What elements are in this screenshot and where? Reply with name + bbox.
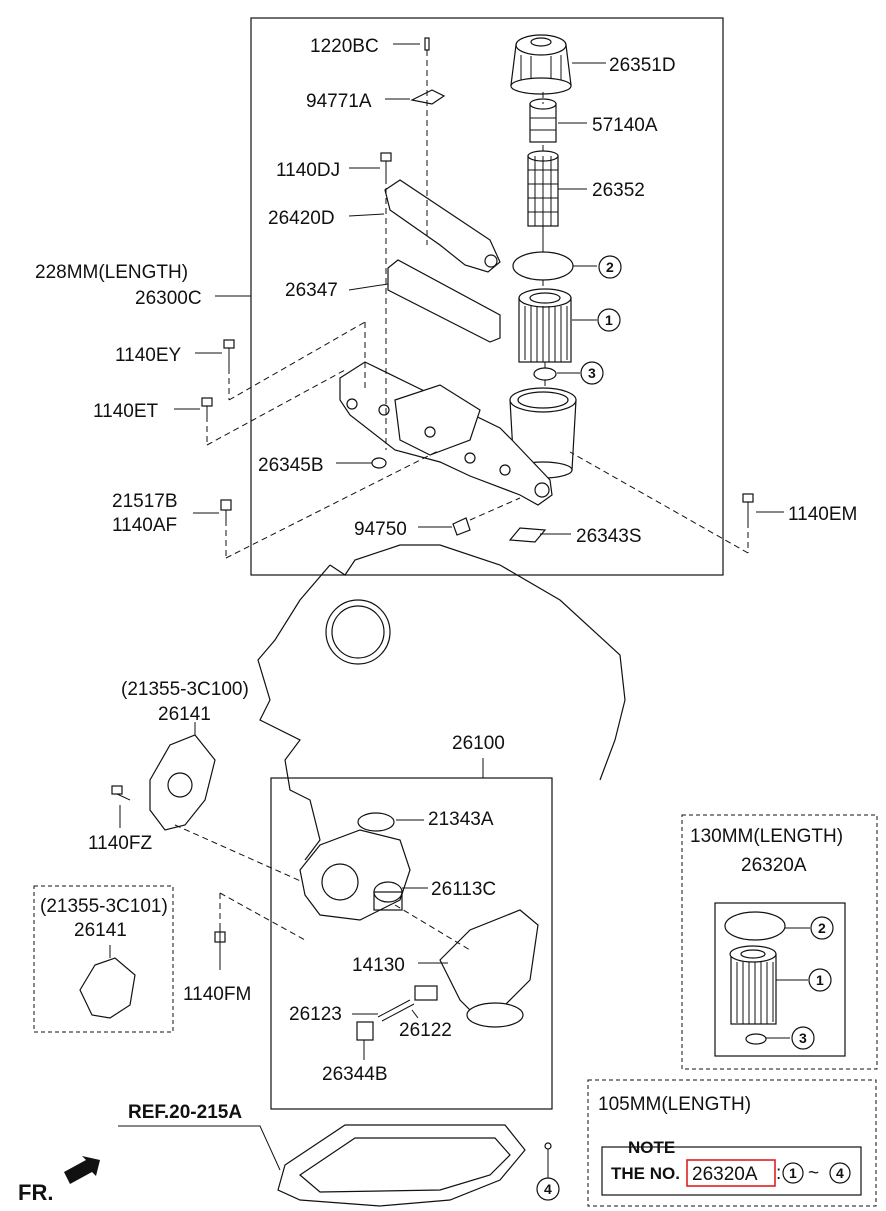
oil-module-drawing xyxy=(339,361,553,506)
bolt-1140fz xyxy=(111,785,123,795)
bolt-1140fz-shank xyxy=(116,793,131,801)
filter-130mm-drawing xyxy=(724,911,810,1045)
filter-130mm-inner-box xyxy=(714,902,846,1057)
callout-4-num: 4 xyxy=(544,1181,552,1197)
callout-2-b-num: 2 xyxy=(818,920,826,936)
label-26123: 26123 xyxy=(289,1004,342,1025)
callout-1-num: 1 xyxy=(605,312,613,328)
bolts-drawing xyxy=(201,37,754,543)
note-callout-from xyxy=(782,1162,804,1184)
callout-2-num: 2 xyxy=(606,259,614,275)
engine-bore-inner xyxy=(331,605,385,659)
strainer-drawing xyxy=(527,150,559,262)
label-26351d: 26351D xyxy=(609,55,676,76)
label-1140af: 1140AF xyxy=(112,515,177,536)
callout-2 xyxy=(598,255,622,279)
callout-1 xyxy=(597,308,621,332)
oil-pump-assembly-box xyxy=(270,777,553,1110)
label-26343s: 26343S xyxy=(576,526,642,547)
filter-element-drawing xyxy=(518,288,572,363)
dash-1140fm-b xyxy=(219,892,306,941)
label-26113c: 26113C xyxy=(431,879,496,900)
label-26122: 26122 xyxy=(399,1020,452,1041)
dash-1140fz xyxy=(174,824,306,884)
o-ring-drawing xyxy=(533,367,557,381)
filter-130mm-box xyxy=(681,814,878,1070)
label-57140a: 57140A xyxy=(592,115,658,136)
callout-2-b xyxy=(810,916,834,940)
label-1140ey: 1140EY xyxy=(115,345,182,366)
label-26347: 26347 xyxy=(285,280,338,301)
oil-pan-drawing xyxy=(118,1124,552,1207)
callout-3-b-num: 3 xyxy=(799,1030,807,1046)
note-callout-to xyxy=(829,1162,851,1184)
dashed-lines xyxy=(206,50,749,559)
label-26345b: 26345B xyxy=(258,455,324,476)
alt-cover-box xyxy=(33,885,174,1033)
label-1140fz: 1140FZ xyxy=(88,833,152,854)
timing-cover-hole xyxy=(167,772,193,798)
callout-3 xyxy=(580,361,604,385)
note-tilde: ~ xyxy=(808,1163,819,1184)
manifold-drawing xyxy=(384,179,501,273)
label-1140em: 1140EM xyxy=(788,504,857,525)
label-1140et: 1140ET xyxy=(93,401,159,422)
alt-timing-cover-drawing xyxy=(79,957,136,1019)
note-box xyxy=(601,1146,862,1196)
note-title: NOTE xyxy=(628,1138,675,1157)
gasket-ring-drawing xyxy=(512,251,574,281)
manifold-boss xyxy=(484,254,498,268)
leaders-lower xyxy=(352,758,484,1060)
label-105mm: 105MM(LENGTH) xyxy=(598,1094,751,1115)
label-130mm: 130MM(LENGTH) xyxy=(690,826,843,847)
callout-1-b-num: 1 xyxy=(816,972,824,988)
label-26344b: 26344B xyxy=(322,1064,388,1085)
label-26100: 26100 xyxy=(452,733,505,754)
label-1140fm: 1140FM xyxy=(183,984,251,1005)
label-94771a: 94771A xyxy=(306,91,372,112)
label-14130: 14130 xyxy=(352,955,405,976)
label-26420d: 26420D xyxy=(268,208,335,229)
label-26320a: 26320A xyxy=(741,855,807,876)
engine-block-outline xyxy=(257,544,626,861)
front-arrow-icon xyxy=(64,1156,100,1184)
label-228mm: 228MM(LENGTH) xyxy=(35,262,188,283)
note-part-link[interactable]: 26320A xyxy=(692,1164,758,1185)
filter-105mm-box xyxy=(587,1079,877,1207)
label-21517b: 21517B xyxy=(112,491,178,512)
oil-pump-drawing xyxy=(299,812,539,1041)
note-range-to: 4 xyxy=(836,1165,844,1181)
label-26352: 26352 xyxy=(592,180,645,201)
note-highlight xyxy=(686,1159,776,1187)
note-prefix: THE NO. xyxy=(611,1164,680,1183)
o-ring-holder-drawing xyxy=(529,98,557,143)
callout-3-num: 3 xyxy=(588,365,596,381)
label-26141-b: 26141 xyxy=(74,920,127,941)
ref-link[interactable]: REF.20-215A xyxy=(128,1102,242,1123)
filter-cap-drawing xyxy=(510,34,572,95)
front-label: FR. xyxy=(18,1180,53,1205)
label-21355-3c100: (21355-3C100) xyxy=(121,679,249,700)
label-26300c: 26300C xyxy=(135,288,202,309)
callout-1-b xyxy=(808,968,832,992)
callout-4 xyxy=(536,1177,560,1201)
label-21343a: 21343A xyxy=(428,809,494,830)
gasket-drawing xyxy=(387,259,501,343)
callout-3-b xyxy=(791,1026,815,1050)
label-1220bc: 1220BC xyxy=(310,36,379,57)
label-94750: 94750 xyxy=(354,519,407,540)
leader-lines xyxy=(174,43,784,535)
label-26141-a: 26141 xyxy=(158,704,211,725)
note-separator: : xyxy=(776,1163,781,1184)
note-range-from: 1 xyxy=(789,1165,797,1181)
label-21355-3c101: (21355-3C101) xyxy=(40,896,168,917)
label-1140dj: 1140DJ xyxy=(276,160,340,181)
